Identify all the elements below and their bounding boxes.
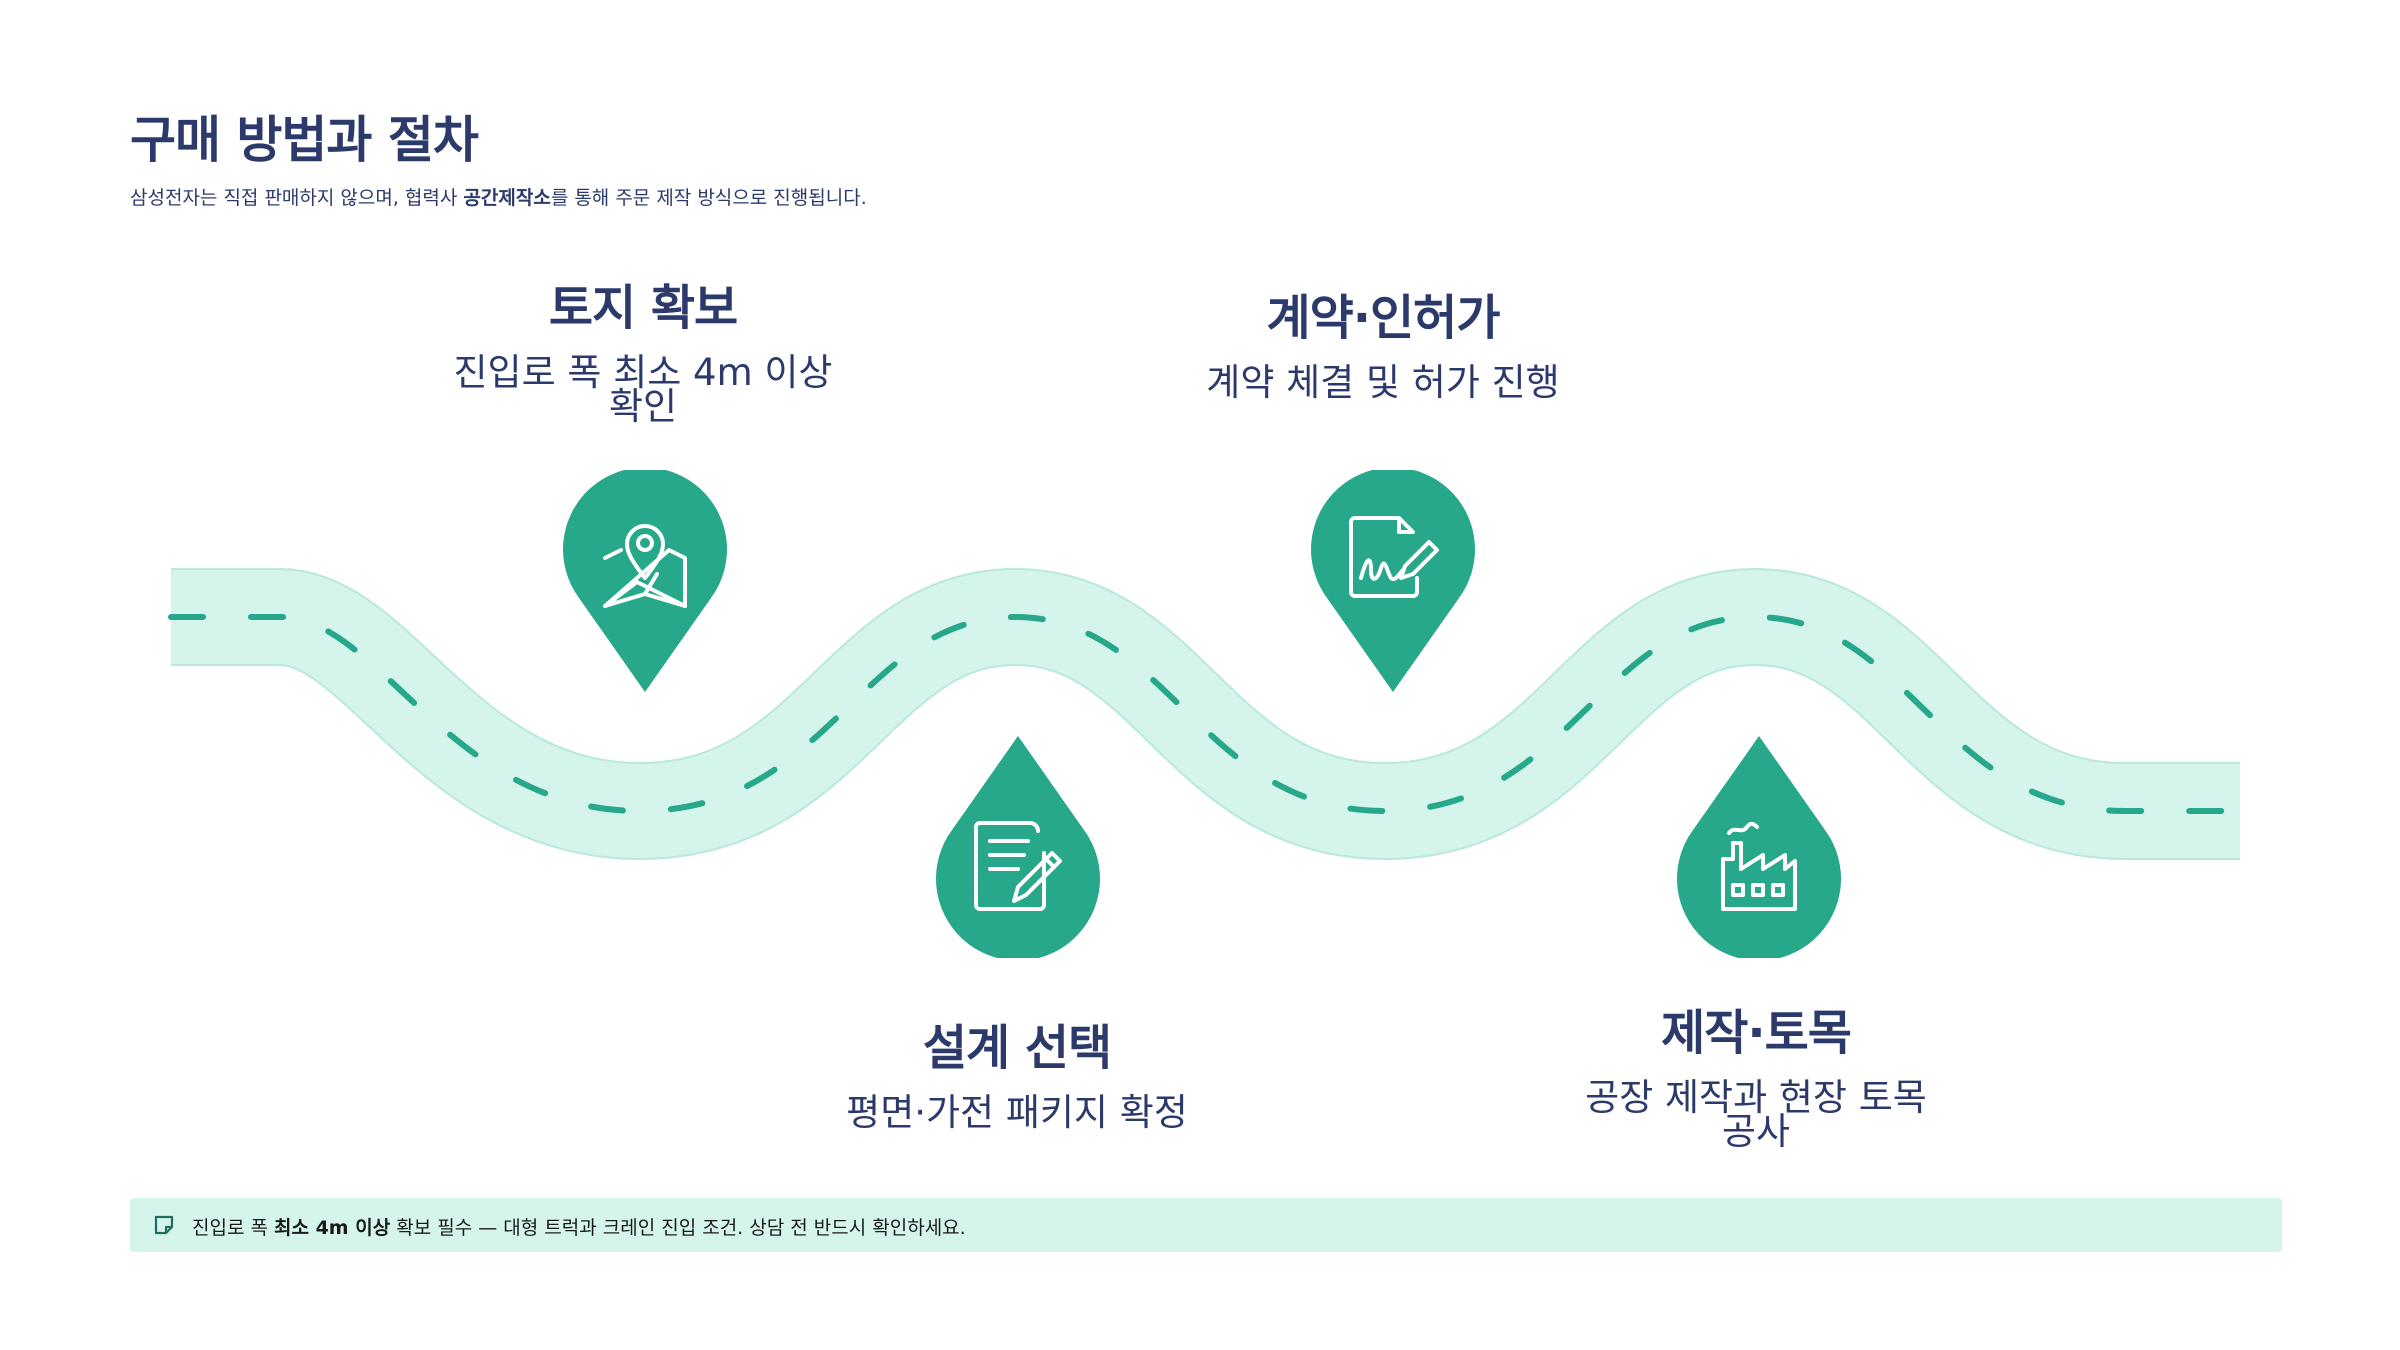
step-card-3: 계약·인허가 계약 체결 및 허가 진행 [1173, 278, 1593, 404]
notice-text: 진입로 폭 최소 4m 이상 확보 필수 — 대형 트럭과 크레인 진입 조건.… [192, 1213, 966, 1240]
map-pin-icon [603, 524, 687, 608]
notice-text-before: 진입로 폭 [192, 1217, 274, 1239]
step2-title: 설계 선택 [922, 1020, 1112, 1076]
contract-sign-icon [1349, 516, 1439, 598]
notice-highlight: 최소 4m 이상 [274, 1217, 391, 1239]
document-edit-icon [974, 821, 1062, 911]
road-surface [171, 569, 2240, 859]
step1-title: 토지 확보 [548, 280, 738, 336]
step3-pin [1311, 470, 1475, 692]
sticky-note-icon [154, 1215, 174, 1235]
notice-text-after: 확보 필수 — 대형 트럭과 크레인 진입 조건. 상담 전 반드시 확인하세요… [390, 1217, 966, 1239]
subtitle-text-before: 삼성전자는 직접 판매하지 않으며, 협력사 [130, 187, 464, 209]
step-card-2: 설계 선택 평면·가전 패키지 확정 [807, 1008, 1227, 1134]
step1-pin [563, 470, 727, 692]
step4-title: 제작·토목 [1661, 1005, 1852, 1061]
subtitle-partner-name: 공간제작소 [463, 187, 551, 209]
step-card-4: 제작·토목 공장 제작과 현장 토목 공사 [1546, 993, 1966, 1153]
step-card-1: 토지 확보 진입로 폭 최소 4m 이상 확인 [433, 268, 853, 428]
subtitle-text-after: 를 통해 주문 제작 방식으로 진행됩니다. [550, 187, 867, 209]
step2-pin [936, 736, 1100, 958]
step3-title: 계약·인허가 [1266, 290, 1500, 346]
step4-desc: 공장 제작과 현장 토목 공사 [1585, 1076, 1927, 1153]
step2-desc: 평면·가전 패키지 확정 [846, 1091, 1188, 1134]
page-title: 구매 방법과 절차 [130, 111, 479, 169]
step4-pin [1677, 736, 1841, 958]
notice-banner: 진입로 폭 최소 4m 이상 확보 필수 — 대형 트럭과 크레인 진입 조건.… [130, 1198, 2282, 1252]
step3-desc: 계약 체결 및 허가 진행 [1206, 361, 1560, 404]
page-subtitle: 삼성전자는 직접 판매하지 않으며, 협력사 공간제작소를 통해 주문 제작 방… [130, 183, 867, 210]
factory-icon [1721, 821, 1797, 911]
step1-desc: 진입로 폭 최소 4m 이상 확인 [453, 351, 833, 428]
